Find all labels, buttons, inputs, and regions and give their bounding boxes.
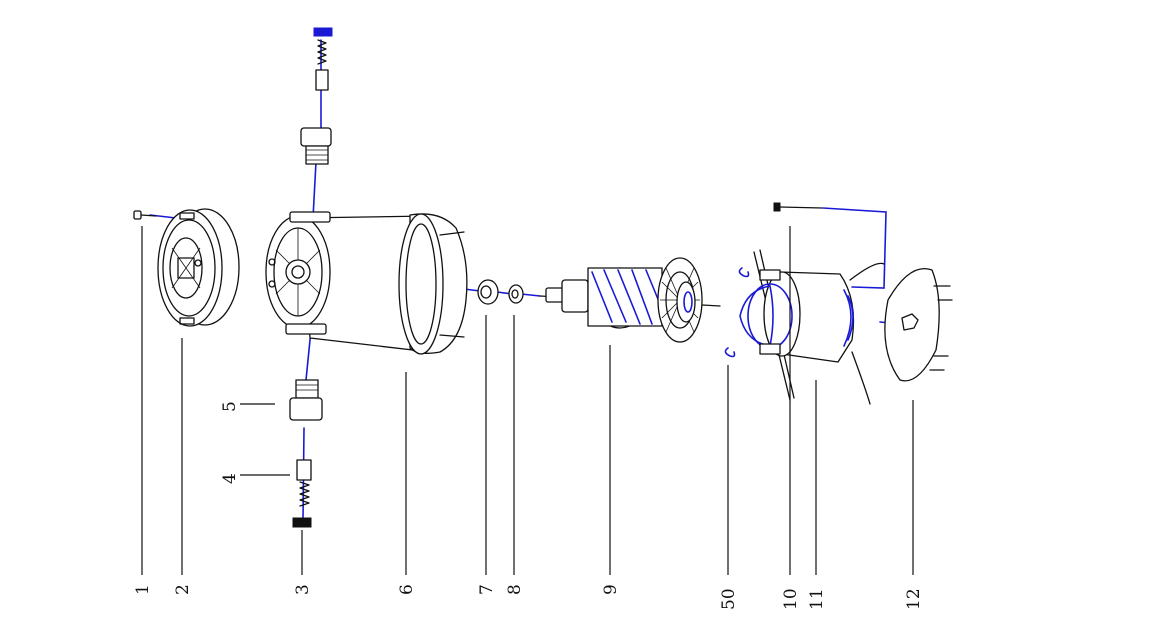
part-1-screw [133, 210, 157, 220]
part-7-bearing [477, 279, 499, 305]
label-part-9: 9 [601, 584, 621, 595]
part-5-brush-holder [289, 379, 323, 421]
label-part-12: 12 [904, 588, 924, 610]
label-part-2: 2 [173, 584, 193, 595]
label-part-3: 3 [293, 584, 313, 595]
top-brush-assembly [313, 27, 333, 91]
label-part-10: 10 [781, 588, 801, 610]
part-12-baffle-plate [884, 268, 953, 382]
part-11-stator [739, 249, 885, 405]
label-part-50: 50 [719, 588, 739, 610]
label-part-6: 6 [397, 584, 417, 595]
part-number-labels: 1 2 3 4 5 6 7 8 9 50 10 11 12 [133, 401, 924, 610]
top-brush-holder [300, 127, 332, 165]
leader-lines [141, 226, 914, 575]
part-3-brush-cap [292, 517, 312, 528]
label-part-8: 8 [505, 584, 525, 595]
part-2-end-cap [157, 208, 240, 327]
label-part-7: 7 [477, 584, 497, 595]
part-4-carbon-brush [296, 459, 312, 507]
part-9-armature [539, 257, 721, 343]
label-part-11: 11 [807, 588, 827, 610]
part-50-lead-wires [724, 267, 750, 358]
label-part-5: 5 [220, 401, 240, 412]
label-part-1: 1 [133, 584, 153, 595]
label-part-4: 4 [220, 473, 240, 484]
part-8-washer [508, 284, 524, 304]
part-6-motor-housing [265, 211, 468, 355]
part-10-screw [773, 202, 823, 212]
